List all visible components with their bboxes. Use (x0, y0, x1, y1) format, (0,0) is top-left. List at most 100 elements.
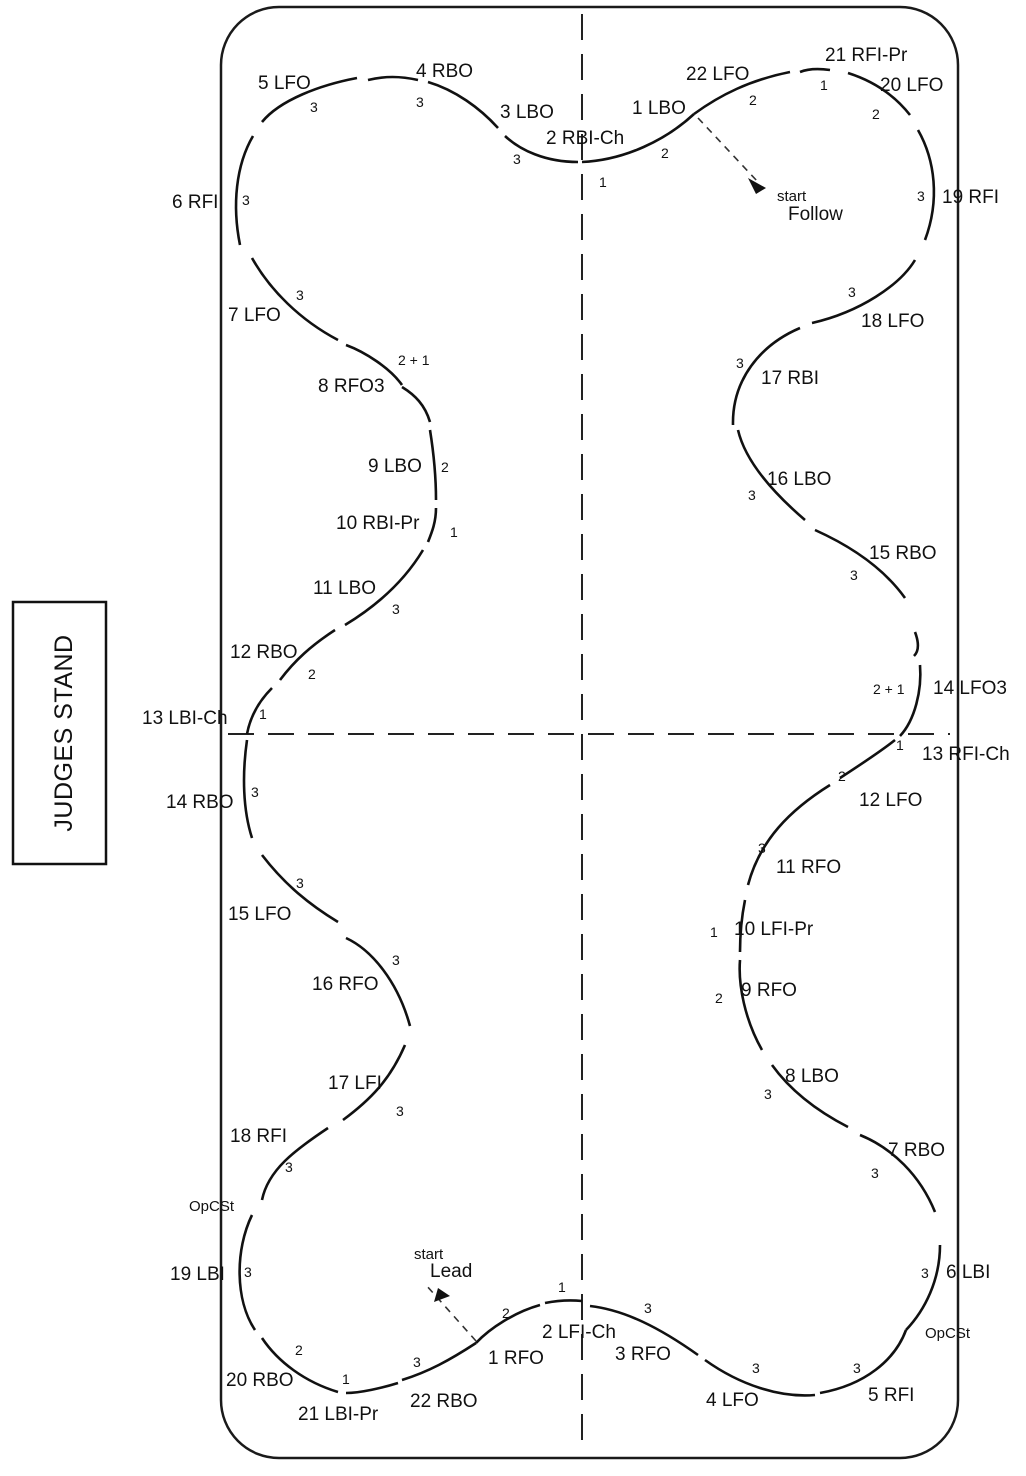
lead-step-label: 2 LFI-Ch (542, 1322, 616, 1343)
follow-step-label: 19 LBI (170, 1264, 225, 1285)
lead-beat-count: 3 (850, 567, 858, 583)
follow-edge (260, 1337, 339, 1394)
lead-edge (839, 738, 896, 780)
follow-step-label: 6 RFI (172, 192, 218, 213)
follow-edge (427, 80, 499, 129)
lead-beat-counts: 2 1 3 3 3 3 3 3 2 1 3 2 1 2 + 1 3 3 3 3 … (502, 77, 929, 1376)
follow-step-label: 1 LBO (632, 98, 686, 119)
lead-step-label: 13 RFI-Ch (922, 744, 1010, 765)
follow-step-label: 17 LFI (328, 1073, 382, 1094)
follow-beat-count: 3 (244, 1264, 252, 1280)
lead-step-label: 19 RFI (942, 187, 999, 208)
follow-step-label: 13 LBI-Ch (142, 708, 228, 729)
lead-beat-count: 3 (848, 284, 856, 300)
lead-beat-count: 3 (758, 840, 766, 856)
lead-step-label: 1 RFO (488, 1348, 544, 1369)
follow-step-label: 5 LFO (258, 73, 311, 94)
lead-partner-text: Lead (430, 1261, 472, 1282)
lead-edge (905, 1244, 942, 1331)
lead-step-label: 9 RFO (741, 980, 797, 1001)
follow-beat-count: 2 (295, 1342, 303, 1358)
lead-edge (859, 1133, 937, 1213)
lead-edge (819, 1329, 908, 1395)
lead-start-arrow-icon (434, 1288, 450, 1302)
lead-beat-count: 3 (752, 1360, 760, 1376)
follow-pattern (234, 75, 695, 1395)
follow-edge (344, 549, 425, 627)
judges-stand-label: JUDGES STAND (50, 634, 78, 831)
follow-step-label: 20 RBO (226, 1370, 294, 1391)
lead-edge (544, 1299, 583, 1305)
lead-beat-count: 3 (871, 1165, 879, 1181)
follow-start-guide (697, 117, 759, 183)
lead-step-label: 8 LBO (785, 1066, 839, 1087)
follow-step-label: 14 RBO (166, 792, 234, 813)
lead-step-label: 22 LFO (686, 64, 749, 85)
lead-beat-count: 2 (749, 92, 757, 108)
follow-step-label: 8 RFO3 (318, 376, 385, 397)
lead-beat-count: 2 (502, 1305, 510, 1321)
lead-step-label: 15 RBO (869, 543, 937, 564)
follow-step-label: 10 RBI-Pr (336, 513, 420, 534)
lead-edge (746, 783, 831, 886)
follow-step-label: 15 LFO (228, 904, 291, 925)
follow-edge (245, 687, 273, 735)
lead-beat-count: 3 (853, 1360, 861, 1376)
follow-beat-counts: 2 1 3 3 3 3 3 2 + 1 2 1 3 2 1 3 3 3 3 3 … (242, 94, 669, 1387)
lead-beat-count: 3 (736, 355, 744, 371)
follow-edge (260, 76, 358, 123)
lead-step-label: 21 RFI-Pr (825, 45, 908, 66)
follow-step-label: 4 RBO (416, 61, 473, 82)
lead-step-label: 17 RBI (761, 368, 819, 389)
follow-beat-count: 3 (285, 1159, 293, 1175)
lead-edge (770, 1064, 849, 1129)
follow-beat-count: 3 (296, 287, 304, 303)
follow-edge (234, 135, 255, 246)
lead-edge (475, 1303, 541, 1344)
lead-beat-count: 3 (644, 1300, 652, 1316)
lead-edge (916, 129, 936, 241)
judges-stand: JUDGES STAND (11, 600, 108, 866)
follow-step-label: 18 RFI (230, 1126, 287, 1147)
follow-edge (401, 385, 432, 423)
judges-stand-box (11, 600, 108, 866)
follow-partner-text: Follow (788, 204, 843, 225)
follow-beat-count: 2 (441, 459, 449, 475)
follow-edge (426, 507, 438, 543)
lead-step-label: 12 LFO (859, 790, 922, 811)
lead-step-label: 11 RFO (776, 857, 841, 878)
lead-edge (912, 631, 920, 657)
lead-pattern (475, 67, 942, 1397)
follow-step-label: 7 LFO (228, 305, 281, 326)
lead-start-marker: start Lead (414, 1246, 477, 1342)
lead-beat-count: 2 (715, 990, 723, 1006)
follow-start-arrow-icon (748, 178, 766, 194)
lead-step-label: 3 RFO (615, 1344, 671, 1365)
lead-edge (847, 71, 912, 116)
follow-edge (504, 135, 579, 164)
lead-edge (731, 326, 801, 426)
follow-beat-count: 3 (416, 94, 424, 110)
follow-edge (250, 257, 339, 342)
follow-beat-count: 3 (392, 952, 400, 968)
follow-step-label: 9 LBO (368, 456, 422, 477)
follow-step-label: 12 RBO (230, 642, 298, 663)
lead-edge (589, 1304, 699, 1357)
follow-edge (401, 1341, 477, 1382)
follow-beat-count: 1 (599, 174, 607, 190)
follow-beat-count: 3 (310, 99, 318, 115)
follow-beat-count: 1 (259, 706, 267, 722)
lead-start-guide (425, 1284, 477, 1342)
lead-edge (738, 899, 747, 953)
lead-beat-count: 2 (872, 106, 880, 122)
follow-edge (345, 343, 404, 386)
follow-step-label: 21 LBI-Pr (298, 1404, 379, 1425)
follow-step-label: 2 RBI-Ch (546, 128, 624, 149)
follow-edge (238, 1214, 257, 1331)
lead-edge (899, 664, 922, 737)
follow-beat-count: 3 (242, 192, 250, 208)
lead-beat-count: 3 (921, 1265, 929, 1281)
follow-beat-count: 3 (513, 151, 521, 167)
follow-edge (278, 628, 336, 681)
